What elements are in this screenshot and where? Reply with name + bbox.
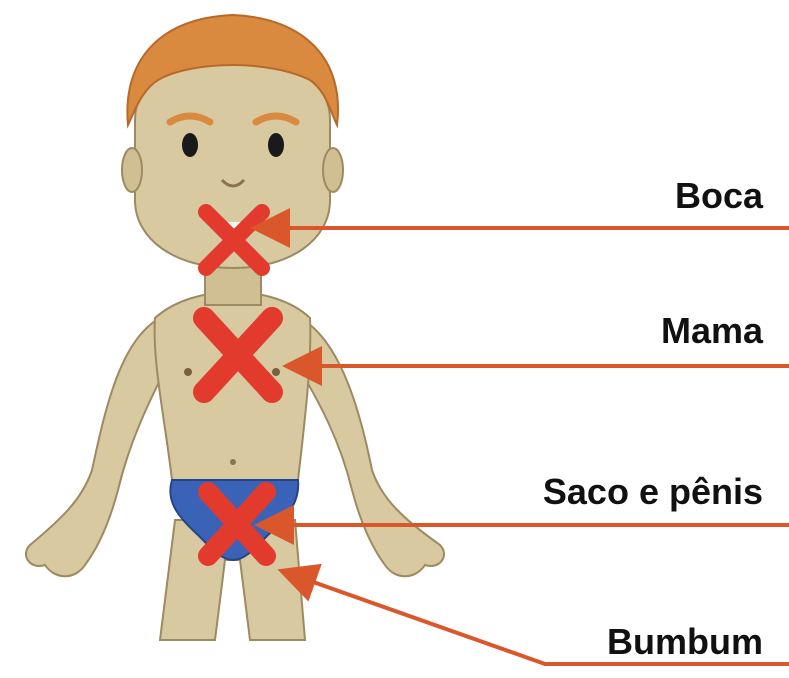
left-nipple xyxy=(184,368,192,376)
torso xyxy=(155,292,311,480)
right-ear xyxy=(323,148,343,192)
child-figure xyxy=(26,15,444,640)
right-eye xyxy=(268,133,284,157)
label-boca: Boca xyxy=(675,178,763,214)
navel xyxy=(230,459,236,465)
label-mama: Mama xyxy=(661,313,763,349)
right-arm xyxy=(300,318,444,576)
left-arm xyxy=(26,318,165,576)
label-saco: Saco e pênis xyxy=(543,474,763,510)
left-eye xyxy=(182,133,198,157)
left-ear xyxy=(122,148,142,192)
label-bumbum: Bumbum xyxy=(607,624,763,660)
right-nipple xyxy=(272,368,280,376)
